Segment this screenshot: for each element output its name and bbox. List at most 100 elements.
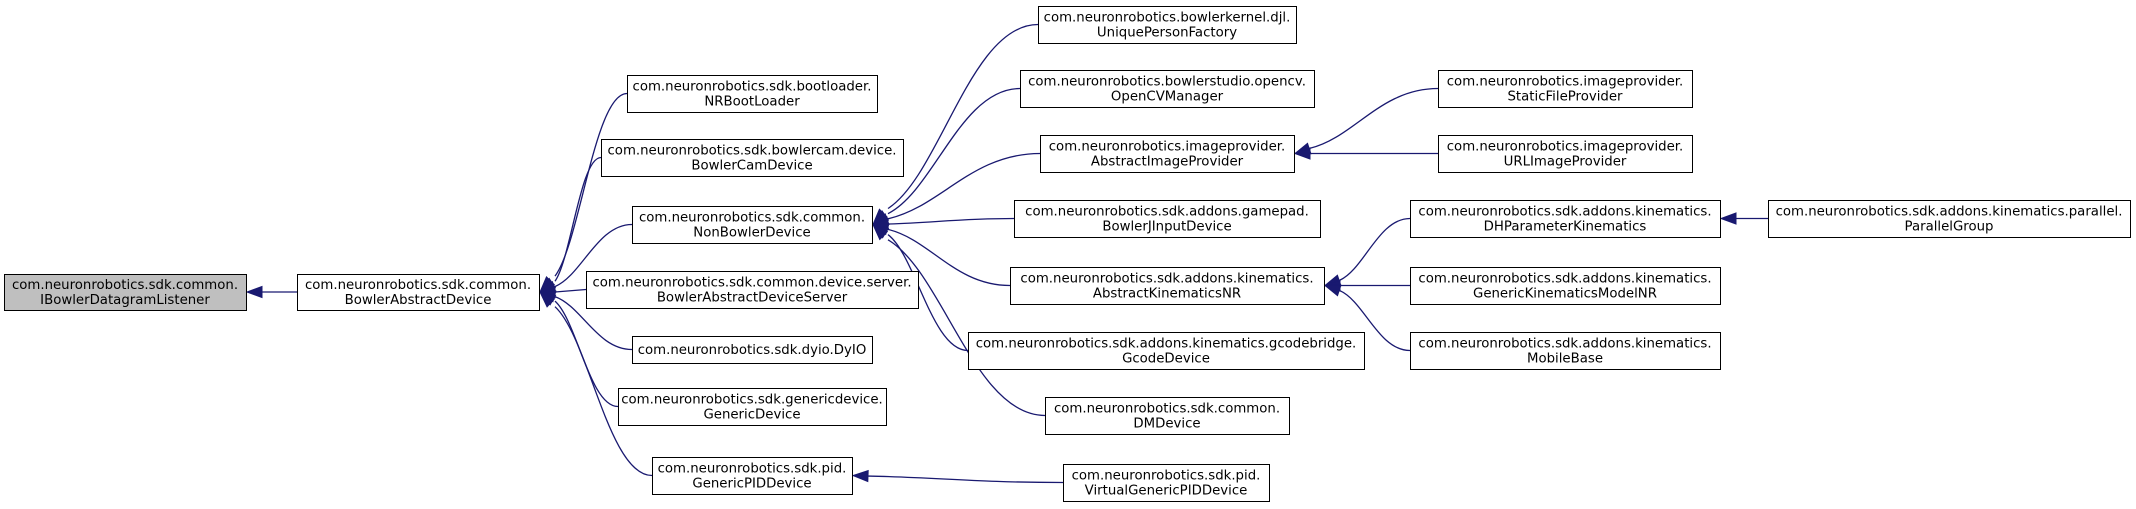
nodes-layer: com.neuronrobotics.sdk.common.IBowlerDat… xyxy=(4,6,2131,502)
node-box[interactable] xyxy=(968,332,1365,370)
node-box[interactable] xyxy=(1038,6,1297,44)
node-box[interactable] xyxy=(297,274,540,311)
arrowhead-urlimage-provider-to-abstract-image-provider xyxy=(1293,147,1311,160)
node-package-label: com.neuronrobotics.sdk.addons.kinematics… xyxy=(1418,272,1711,287)
edge-unique-person-factory-to-non-bowler-device xyxy=(887,23,1039,210)
node-box[interactable] xyxy=(586,271,919,309)
node-box[interactable] xyxy=(1410,200,1721,238)
node-package-label: com.neuronrobotics.imageprovider. xyxy=(1447,75,1683,90)
node-dy-io[interactable]: com.neuronrobotics.sdk.dyio.DyIO xyxy=(632,336,873,364)
node-generic-piddevice[interactable]: com.neuronrobotics.sdk.pid.GenericPIDDev… xyxy=(652,457,853,495)
node-package-label: com.neuronrobotics.imageprovider. xyxy=(1049,140,1285,155)
arrowhead-parallel-group-to-dhparameter-kinematics xyxy=(1719,212,1737,225)
edge-generic-piddevice-to-bowler-abstract-device xyxy=(554,306,653,477)
edge-dy-io-to-bowler-abstract-device xyxy=(554,295,633,351)
node-package-label: com.neuronrobotics.sdk.addons.kinematics… xyxy=(1418,205,1711,220)
node-virtual-generic-piddevice[interactable]: com.neuronrobotics.sdk.pid.VirtualGeneri… xyxy=(1063,464,1270,502)
edge-bowler-cam-device-to-bowler-abstract-device xyxy=(554,156,602,282)
node-package-label: com.neuronrobotics.sdk.common. xyxy=(305,278,531,293)
node-abstract-kinematics-nr[interactable]: com.neuronrobotics.sdk.addons.kinematics… xyxy=(1010,267,1325,305)
node-bowler-cam-device[interactable]: com.neuronrobotics.sdk.bowlercam.device.… xyxy=(601,139,904,177)
edge-virtual-generic-piddevice-to-generic-piddevice xyxy=(867,475,1064,484)
node-generic-kinematics-model-nr[interactable]: com.neuronrobotics.sdk.addons.kinematics… xyxy=(1410,267,1721,305)
node-dhparameter-kinematics[interactable]: com.neuronrobotics.sdk.addons.kinematics… xyxy=(1410,200,1721,238)
edge-mobile-base-to-abstract-kinematics-nr xyxy=(1339,290,1411,352)
node-open-cvmanager[interactable]: com.neuronrobotics.bowlerstudio.opencv.O… xyxy=(1020,70,1315,108)
node-package-label: com.neuronrobotics.sdk.bowlercam.device. xyxy=(608,144,897,159)
node-class-label: URLImageProvider xyxy=(1504,155,1627,170)
edge-bowler-abstract-device-server-to-bowler-abstract-device xyxy=(554,288,587,293)
node-unique-person-factory[interactable]: com.neuronrobotics.bowlerkernel.djl.Uniq… xyxy=(1038,6,1297,44)
node-box[interactable] xyxy=(1010,267,1325,305)
node-non-bowler-device[interactable]: com.neuronrobotics.sdk.common.NonBowlerD… xyxy=(632,206,873,244)
node-mobile-base[interactable]: com.neuronrobotics.sdk.addons.kinematics… xyxy=(1410,332,1721,370)
node-class-label: ParallelGroup xyxy=(1905,220,1994,235)
node-class-label: GenericDevice xyxy=(703,408,800,423)
node-static-file-provider[interactable]: com.neuronrobotics.imageprovider.StaticF… xyxy=(1438,70,1693,108)
node-package-label: com.neuronrobotics.sdk.common. xyxy=(639,211,865,226)
node-box[interactable] xyxy=(1020,70,1315,108)
node-package-label: com.neuronrobotics.sdk.bootloader. xyxy=(633,80,872,95)
node-class-label: GenericKinematicsModelNR xyxy=(1473,287,1657,302)
node-class-label: DHParameterKinematics xyxy=(1484,220,1647,235)
node-gcode-device[interactable]: com.neuronrobotics.sdk.addons.kinematics… xyxy=(968,332,1365,370)
node-box[interactable] xyxy=(652,457,853,495)
edge-non-bowler-device-to-bowler-abstract-device xyxy=(554,223,633,288)
node-box[interactable] xyxy=(627,75,878,113)
node-package-label: com.neuronrobotics.sdk.common. xyxy=(1054,402,1280,417)
edge-bowler-jinput-device-to-non-bowler-device xyxy=(887,217,1015,225)
node-box[interactable] xyxy=(1768,200,2131,238)
edge-dhparameter-kinematics-to-abstract-kinematics-nr xyxy=(1339,217,1411,281)
node-nrboot-loader[interactable]: com.neuronrobotics.sdk.bootloader.NRBoot… xyxy=(627,75,878,113)
node-box[interactable] xyxy=(4,274,247,311)
edge-generic-device-to-bowler-abstract-device xyxy=(554,300,619,408)
node-box[interactable] xyxy=(1438,70,1693,108)
node-class-label: VirtualGenericPIDDevice xyxy=(1085,484,1248,499)
node-box[interactable] xyxy=(1410,332,1721,370)
node-box[interactable] xyxy=(1045,397,1290,435)
node-parallel-group[interactable]: com.neuronrobotics.sdk.addons.kinematics… xyxy=(1768,200,2131,238)
node-class-label: AbstractKinematicsNR xyxy=(1093,287,1241,302)
node-generic-device[interactable]: com.neuronrobotics.sdk.genericdevice.Gen… xyxy=(618,388,887,426)
node-box[interactable] xyxy=(1063,464,1270,502)
node-package-label: com.neuronrobotics.sdk.addons.gamepad. xyxy=(1025,205,1309,220)
node-abstract-image-provider[interactable]: com.neuronrobotics.imageprovider.Abstrac… xyxy=(1040,135,1295,173)
edge-static-file-provider-to-abstract-image-provider xyxy=(1309,87,1439,149)
node-class-label: NonBowlerDevice xyxy=(693,226,810,241)
edge-dmdevice-to-non-bowler-device xyxy=(887,239,1046,417)
edges-layer xyxy=(245,23,1768,484)
node-bowler-jinput-device[interactable]: com.neuronrobotics.sdk.addons.gamepad.Bo… xyxy=(1014,200,1321,238)
node-bowler-abstract-device[interactable]: com.neuronrobotics.sdk.common.BowlerAbst… xyxy=(297,274,540,311)
node-box[interactable] xyxy=(632,206,873,244)
node-urlimage-provider[interactable]: com.neuronrobotics.imageprovider.URLImag… xyxy=(1438,135,1693,173)
node-class-label: OpenCVManager xyxy=(1111,90,1224,105)
edge-abstract-image-provider-to-non-bowler-device xyxy=(887,152,1041,220)
edge-nrboot-loader-to-bowler-abstract-device xyxy=(554,92,628,277)
node-box[interactable] xyxy=(1040,135,1295,173)
edge-abstract-kinematics-nr-to-non-bowler-device xyxy=(887,228,1011,287)
node-package-label: com.neuronrobotics.sdk.pid. xyxy=(658,462,847,477)
node-package-label: com.neuronrobotics.sdk.genericdevice. xyxy=(621,393,883,408)
node-box[interactable] xyxy=(601,139,904,177)
node-dmdevice[interactable]: com.neuronrobotics.sdk.common.DMDevice xyxy=(1045,397,1290,435)
node-box[interactable] xyxy=(1438,135,1693,173)
node-box[interactable] xyxy=(632,336,873,364)
arrowhead-dmdevice-to-non-bowler-device xyxy=(871,223,889,241)
node-ibowler-datagram-listener[interactable]: com.neuronrobotics.sdk.common.IBowlerDat… xyxy=(4,274,247,311)
node-box[interactable] xyxy=(1410,267,1721,305)
node-package-label: com.neuronrobotics.bowlerstudio.opencv. xyxy=(1028,75,1306,90)
node-class-label: MobileBase xyxy=(1527,352,1603,367)
arrowhead-bowler-abstract-device-to-ibowler-datagram-listener xyxy=(245,285,263,299)
node-package-label: com.neuronrobotics.sdk.common.device.ser… xyxy=(592,276,911,291)
node-bowler-abstract-device-server[interactable]: com.neuronrobotics.sdk.common.device.ser… xyxy=(586,271,919,309)
node-package-label: com.neuronrobotics.sdk.addons.kinematics… xyxy=(976,337,1357,352)
node-package-label: com.neuronrobotics.sdk.addons.kinematics… xyxy=(1776,205,2123,220)
node-box[interactable] xyxy=(618,388,887,426)
edge-gcode-device-to-non-bowler-device xyxy=(887,234,969,352)
node-box[interactable] xyxy=(1014,200,1321,238)
node-class-label: BowlerJInputDevice xyxy=(1102,220,1231,235)
node-class-label: DMDevice xyxy=(1133,417,1200,432)
node-package-label: com.neuronrobotics.sdk.common. xyxy=(12,278,238,293)
node-package-label: com.neuronrobotics.sdk.addons.kinematics… xyxy=(1020,272,1313,287)
